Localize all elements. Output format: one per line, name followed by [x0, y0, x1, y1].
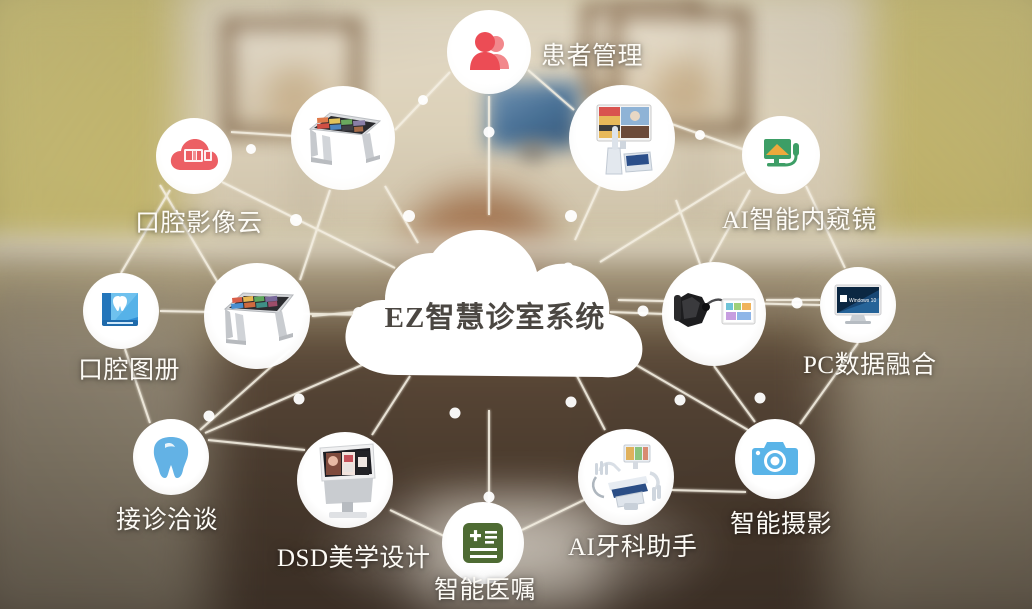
label-oral-imaging-cloud: 口腔影像云: [135, 210, 263, 237]
touch-table-photo: [308, 112, 382, 165]
camera-icon: [752, 442, 798, 475]
label-smart-photography: 智能摄影: [730, 511, 833, 538]
center-title: EZ智慧诊室系统: [384, 302, 606, 334]
monitor-screen-icon: [764, 139, 799, 167]
node-pc-data-fusion[interactable]: Windows 10: [820, 267, 896, 343]
node-smart-photography[interactable]: [735, 419, 815, 499]
touch-table-photo: [223, 292, 294, 345]
dental-chair-photo: [592, 444, 661, 510]
label-dsd-aesthetic-design: DSD美学设计: [277, 545, 431, 572]
prescription-icon: [463, 523, 503, 563]
book-icon: [102, 293, 138, 326]
label-patient-management: 患者管理: [541, 43, 644, 70]
center-cloud: EZ智慧诊室系统: [330, 215, 660, 415]
node-intraoral-scanner-photo[interactable]: [662, 262, 766, 366]
node-oral-imaging-cloud[interactable]: [156, 118, 232, 194]
label-smart-prescription: 智能医嘱: [434, 577, 537, 604]
dental-unit-photo: [596, 104, 653, 175]
node-dental-unit-photo[interactable]: [569, 85, 675, 191]
windows-monitor-icon: Windows 10: [834, 284, 882, 324]
node-patient-management[interactable]: [447, 10, 531, 94]
wall-monitor-stand: [520, 143, 546, 161]
label-ai-dental-assistant: AI牙科助手: [568, 534, 698, 561]
label-reception-consultation: 接诊洽谈: [116, 507, 219, 534]
node-touch-table-top[interactable]: [291, 86, 395, 190]
node-interactive-table-left[interactable]: [204, 263, 310, 369]
node-reception-consultation[interactable]: [133, 419, 209, 495]
scanner-tablet-photo: [674, 293, 756, 327]
node-dsd-aesthetic-design[interactable]: [297, 432, 393, 528]
svg-text:Windows 10: Windows 10: [849, 298, 876, 304]
node-smart-prescription[interactable]: [442, 502, 524, 584]
label-ai-endoscope: AI智能内窥镜: [722, 207, 877, 234]
node-ai-endoscope[interactable]: [742, 116, 820, 194]
kiosk-display-photo: [319, 443, 376, 518]
tooth-icon: [153, 437, 189, 478]
node-oral-atlas[interactable]: [83, 273, 159, 349]
people-icon: [470, 32, 509, 70]
cloud-icon: [170, 139, 218, 170]
floor-right-wall: [832, 300, 1032, 609]
wall-monitor: [487, 82, 579, 148]
node-ai-dental-assistant[interactable]: [578, 429, 674, 525]
label-pc-data-fusion: PC数据融合: [803, 352, 937, 379]
label-oral-atlas: 口腔图册: [78, 357, 181, 384]
cloud-shape: [345, 230, 643, 378]
